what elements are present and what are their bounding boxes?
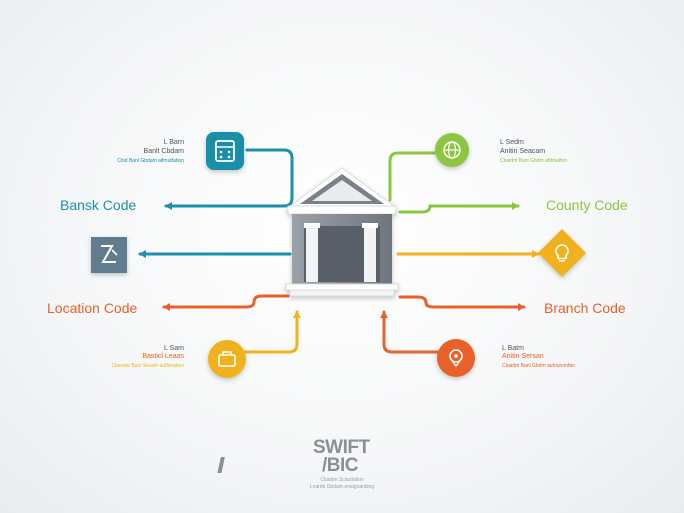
connector-branch-code bbox=[398, 295, 526, 311]
calculator-icon bbox=[206, 132, 244, 170]
connector-county-code-arrow bbox=[398, 202, 520, 214]
connector-bottom-left bbox=[242, 310, 301, 354]
footer-sub-1: Cbaidm Scautlation bbox=[320, 477, 364, 483]
branch-code-small-3: Cbaidm Banl Gbdm aufounonfan bbox=[502, 363, 575, 369]
location-code-small-1: L Sam bbox=[164, 345, 184, 352]
location-code-small-3: Cbsnate Banl Seaslh aufbination bbox=[111, 363, 184, 369]
swift-logo-mark bbox=[217, 457, 225, 473]
branch-code-label: Branch Code bbox=[544, 300, 626, 316]
zigzag-icon bbox=[91, 237, 127, 273]
county-code-small-2: Anitin Seacam bbox=[500, 148, 546, 155]
county-code-label: County Code bbox=[546, 197, 628, 213]
branch-code-small-1: L Batm bbox=[502, 345, 524, 352]
county-code-small-1: L Sedm bbox=[500, 139, 524, 146]
bic-title: /BIC bbox=[322, 455, 359, 476]
connector-bottom-right bbox=[380, 310, 440, 354]
bank-building-icon bbox=[285, 167, 399, 297]
swift-title: SWIFT bbox=[313, 437, 370, 458]
branch-code-small-2: Anitin Sersan bbox=[502, 353, 544, 360]
location-code-small-2: Basticl Leaas bbox=[142, 353, 184, 360]
globe-icon bbox=[435, 133, 469, 167]
location-code-label: Location Code bbox=[47, 300, 138, 316]
connector-county-code bbox=[388, 151, 440, 202]
bank-code-small-1: L Barn bbox=[163, 139, 184, 146]
bank-code-small-3: Cbid Banl Gbdam aifmutfation bbox=[117, 158, 184, 164]
bank-code-small-2: Banlt Cbdam bbox=[143, 148, 184, 155]
lightbulb-icon bbox=[537, 228, 587, 278]
location-icon bbox=[437, 339, 475, 377]
connectors bbox=[138, 148, 540, 354]
connector-location-code bbox=[162, 294, 290, 311]
footer-sub-2: Lnamb Gbdam enaignantiing bbox=[309, 484, 375, 490]
county-code-small-3: Cbaidm Banl Gbdm afdmalfon bbox=[500, 158, 567, 164]
connector-bank-code bbox=[164, 148, 294, 210]
briefcase-icon bbox=[208, 340, 246, 378]
bank-code-label: Bansk Code bbox=[60, 197, 137, 213]
